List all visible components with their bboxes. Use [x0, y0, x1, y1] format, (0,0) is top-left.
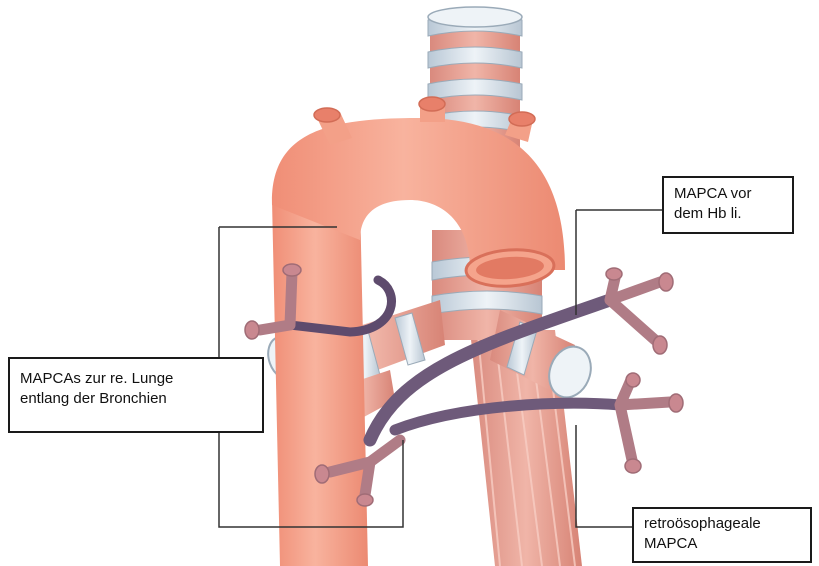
label-retroesophageal-mapca: retroösophageale MAPCA: [632, 507, 812, 563]
label-mapcas-right-lung: MAPCAs zur re. Lunge entlang der Bronchi…: [8, 357, 264, 433]
label-line: retroösophageale: [644, 514, 800, 534]
label-line: dem Hb li.: [674, 204, 782, 224]
label-line: MAPCAs zur re. Lunge: [20, 369, 252, 389]
label-line: MAPCA: [644, 534, 800, 554]
label-line: entlang der Bronchien: [20, 389, 252, 409]
label-mapca-left-hb: MAPCA vor dem Hb li.: [662, 176, 794, 234]
label-line: MAPCA vor: [674, 184, 782, 204]
